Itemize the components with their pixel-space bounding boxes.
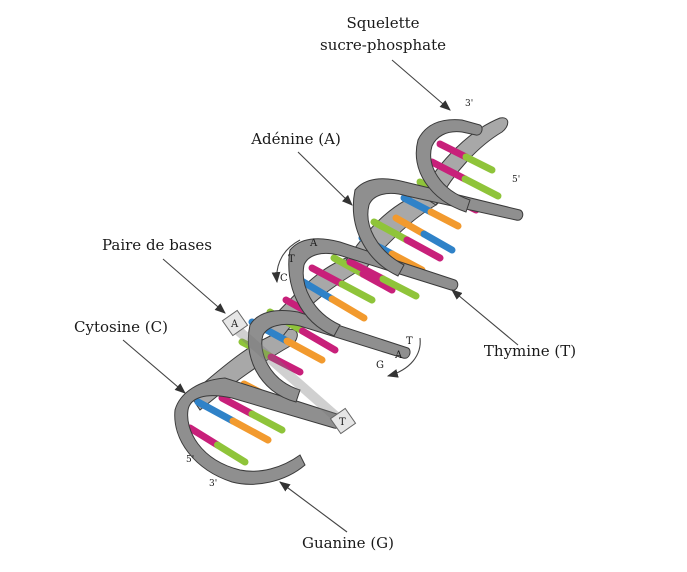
- base-thymine: [299, 327, 339, 354]
- base-thymine: [428, 158, 469, 183]
- base-cytosine: [194, 398, 237, 425]
- label-guanine: Guanine (G): [302, 534, 394, 552]
- base-thymine: [346, 258, 387, 283]
- end-bottom-3prime: 3': [209, 479, 217, 489]
- base-cytosine: [400, 194, 435, 216]
- base-adenine: [462, 153, 496, 174]
- base-pair-pointer: [162, 258, 226, 314]
- base-thymine: [403, 236, 444, 262]
- base-cytosine: [296, 276, 336, 303]
- end-top-3prime: 3': [465, 99, 473, 109]
- adenine-pointer: [297, 151, 353, 206]
- base-thymine: [267, 353, 304, 376]
- pair-box-bottom: [329, 407, 357, 435]
- thymine-pointer: [451, 289, 519, 346]
- guanine-pointer: [279, 481, 348, 533]
- cytosine-pointer: [122, 339, 186, 394]
- pointer-arrows: [122, 59, 519, 533]
- base-adenine: [461, 175, 502, 200]
- base-guanine: [328, 295, 368, 322]
- base-guanine: [392, 214, 428, 238]
- base-thymine: [218, 394, 256, 418]
- backbone-front: [174, 119, 524, 485]
- label-cytosine: Cytosine (C): [74, 318, 168, 336]
- rotation-lower-g: G: [376, 360, 384, 371]
- rotation-arrow-lower: T A G: [376, 336, 421, 378]
- base-pair-highlight: A T: [221, 309, 357, 435]
- pair-box-top: [221, 309, 249, 337]
- label-thymine: Thymine (T): [484, 342, 576, 360]
- pair-box-bottom-letter: T: [339, 417, 346, 428]
- base-thymine: [436, 140, 470, 161]
- rotation-lower-t: T: [406, 336, 413, 347]
- rotation-arrow-upper: A T C: [271, 238, 318, 284]
- base-guanine: [283, 337, 326, 364]
- base-thymine: [186, 424, 221, 449]
- label-adenine: Adénine (A): [250, 130, 341, 148]
- backbone-pointer: [391, 59, 451, 111]
- base-guanine: [427, 208, 462, 230]
- base-guanine: [229, 417, 272, 444]
- rotation-upper-c: C: [280, 273, 288, 284]
- base-adenine: [338, 280, 376, 304]
- end-top-5prime: 5': [512, 175, 520, 185]
- label-base-pair: Paire de bases: [102, 236, 212, 254]
- base-cytosine: [420, 230, 456, 254]
- label-backbone-line2: sucre-phosphate: [320, 36, 446, 54]
- base-thymine: [359, 270, 396, 294]
- base-adenine: [214, 441, 249, 466]
- end-bottom-5prime: 5': [186, 455, 194, 465]
- rotation-lower-a: A: [394, 350, 403, 361]
- pair-box-top-letter: A: [230, 319, 239, 330]
- rotation-upper-a: A: [309, 238, 318, 249]
- base-adenine: [248, 410, 286, 434]
- label-backbone-line1: Squelette: [346, 14, 419, 32]
- base-adenine: [379, 275, 420, 300]
- base-adenine: [330, 254, 367, 278]
- rotation-upper-t: T: [288, 254, 295, 265]
- base-thymine: [308, 264, 346, 288]
- base-adenine: [370, 218, 411, 244]
